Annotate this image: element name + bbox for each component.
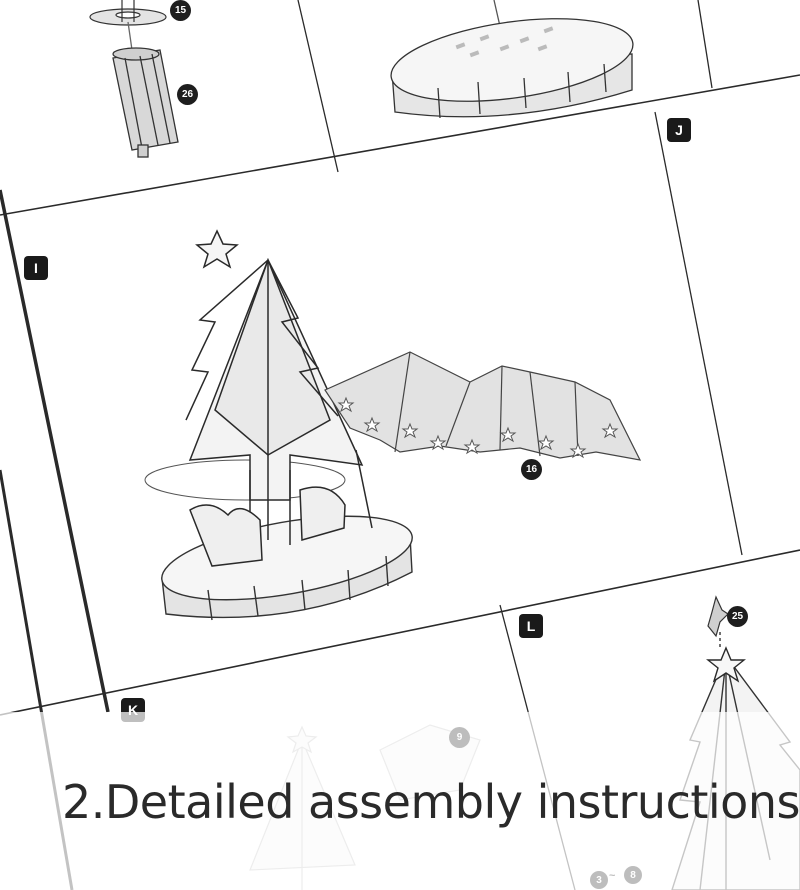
part-range-separator: ~	[609, 870, 616, 882]
part-16-strip	[324, 351, 642, 461]
base-top	[390, 0, 634, 119]
step-j-badge: J	[667, 118, 691, 142]
step-l-star	[706, 646, 746, 683]
part-15-label: 15	[170, 0, 191, 21]
part-9-label: 9	[449, 727, 470, 748]
part-25-label: 25	[727, 606, 748, 627]
part-25-star-piece	[707, 595, 729, 638]
bottom-fade-overlay	[0, 712, 800, 890]
part-16-label: 16	[521, 459, 542, 480]
page-title: 2.Detailed assembly instructions	[62, 775, 800, 829]
part-8-label: 8	[624, 866, 642, 884]
part-3-label: 3	[590, 871, 608, 889]
part-15-disc	[89, 0, 167, 26]
tree-top-star	[195, 229, 239, 269]
step-l-badge: L	[519, 614, 543, 638]
step-i-tree	[185, 257, 373, 567]
part-26-connector	[112, 21, 179, 158]
step-i-base	[144, 459, 413, 621]
part-26-label: 26	[177, 84, 198, 105]
step-i-badge: I	[24, 256, 48, 280]
